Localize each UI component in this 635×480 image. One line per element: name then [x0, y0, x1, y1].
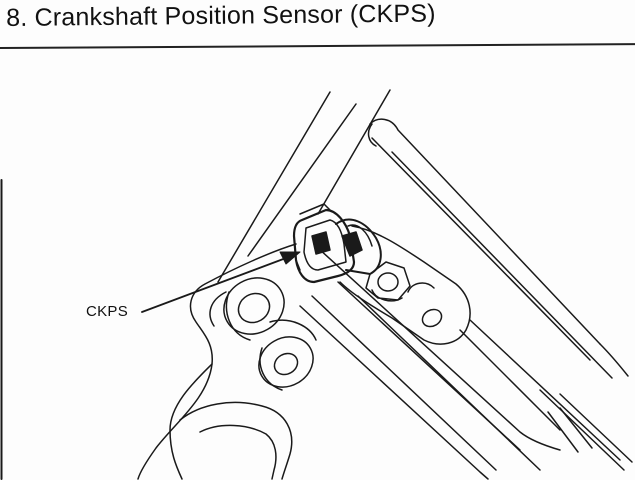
housing-edge-lines — [217, 89, 391, 283]
ckps-sensor — [292, 203, 382, 284]
sensor-bracket — [339, 225, 471, 345]
mounting-bolt — [365, 261, 411, 302]
mounting-boss-lower — [258, 319, 317, 391]
engine-block-outline — [137, 243, 297, 480]
mounting-boss-left — [223, 277, 285, 341]
callout-leader-arrow — [141, 251, 301, 313]
block-ribs — [299, 118, 633, 480]
ckps-callout-label: CKPS — [86, 303, 129, 320]
